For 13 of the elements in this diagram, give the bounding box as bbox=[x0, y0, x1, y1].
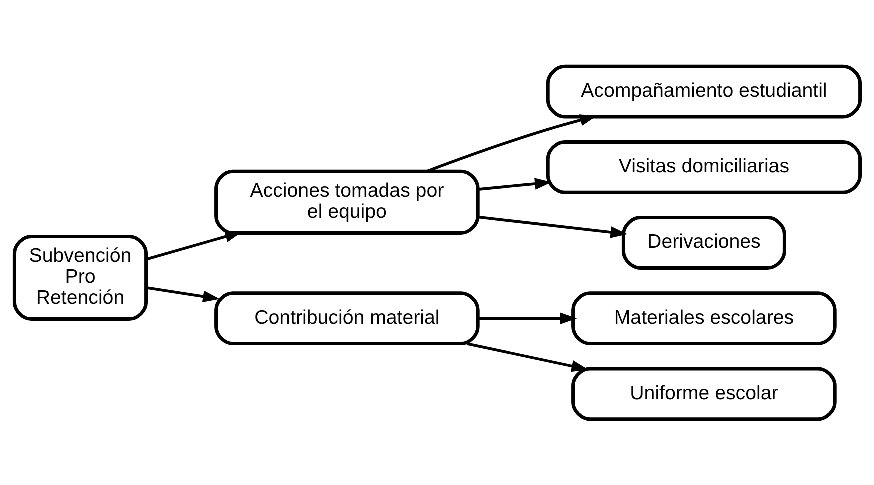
arrow bbox=[466, 342, 588, 372]
node-box: Contribución material bbox=[214, 291, 480, 346]
node-box: Acompañamiento estudiantil bbox=[546, 64, 862, 118]
node-box: Uniforme escolar bbox=[571, 366, 836, 421]
node-box: Acciones tomadas por el equipo bbox=[214, 169, 480, 234]
node-box: Visitas domiciliarias bbox=[546, 140, 862, 194]
arrow bbox=[478, 312, 577, 324]
arrow bbox=[146, 286, 220, 302]
node-box: Derivaciones bbox=[621, 216, 786, 270]
node-box: Materiales escolares bbox=[571, 291, 836, 346]
arrow bbox=[478, 178, 552, 190]
arrow bbox=[478, 215, 628, 238]
node-box: Subvención Pro Retención bbox=[12, 234, 148, 321]
